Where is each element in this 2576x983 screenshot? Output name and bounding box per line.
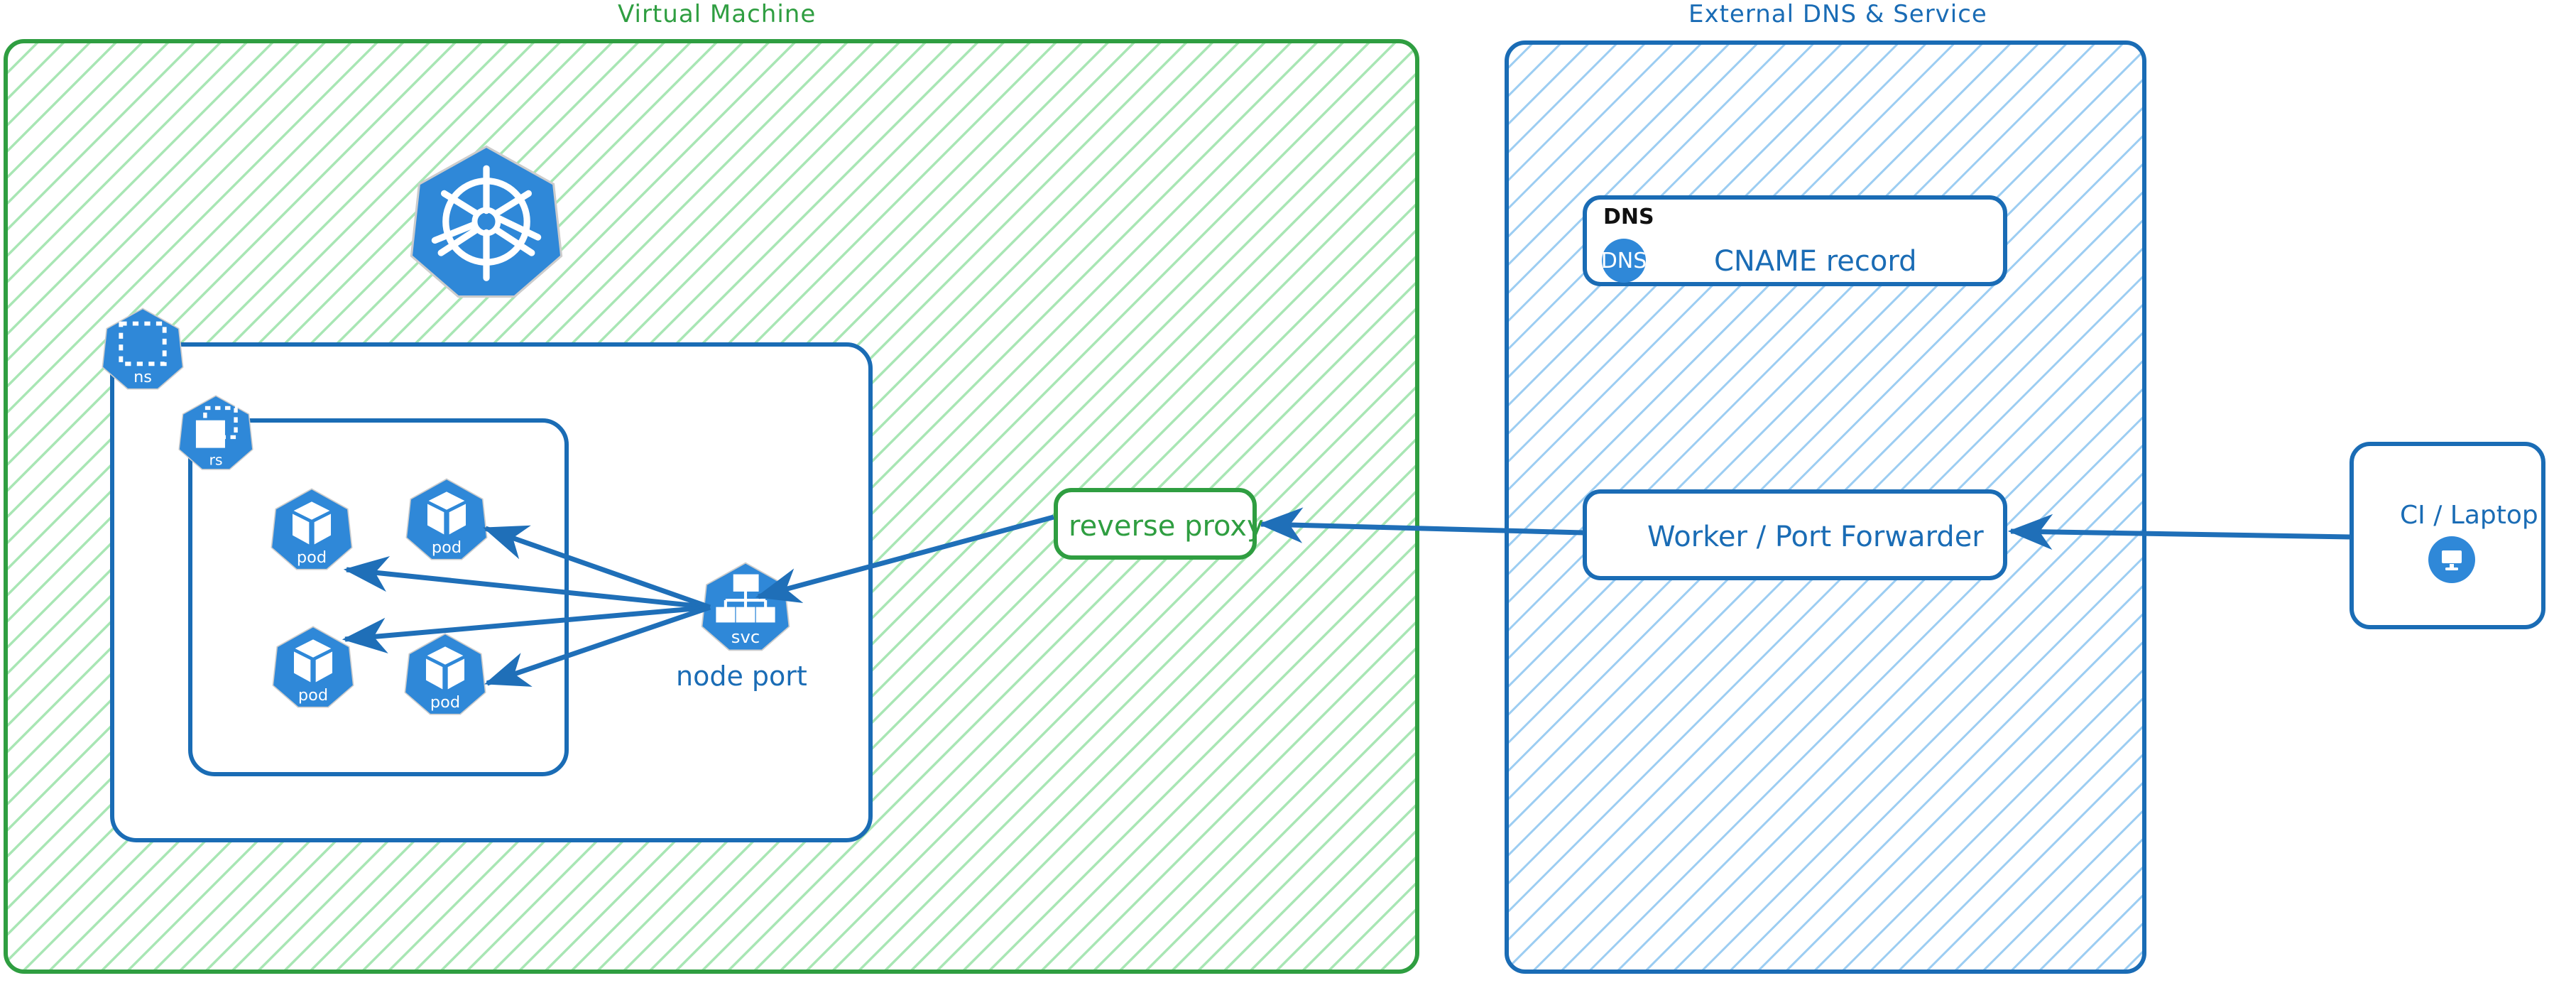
pod-cube-icon: pod [404,633,486,715]
pod-cube-icon: pod [272,626,354,708]
desktop-monitor-icon [2428,536,2475,583]
group-title-external-dns-service: External DNS & Service [1688,0,1987,28]
arrow-svc-to-pod-2 [483,525,711,610]
pod-cube-icon: pod [271,488,353,570]
node-port-label: node port [676,661,807,692]
monitor-glyph [2440,549,2463,570]
svg-text:ns: ns [133,368,152,386]
worker-label[interactable]: Worker / Port Forwarder [1647,521,1984,553]
svg-text:pod: pod [430,693,460,712]
dns-record-box [1583,195,2007,286]
reverse-proxy-label[interactable]: reverse proxy [1069,510,1264,543]
kubernetes-logo [410,145,563,298]
arrow-ci-laptop-to-worker [2007,514,2351,550]
reverse-proxy-box [1054,488,1257,560]
ci-laptop-box [2349,442,2545,629]
group-title-virtual-machine: Virtual Machine [618,0,817,28]
ci-laptop-label[interactable]: CI / Laptop [2400,501,2538,530]
dns-tag-label: DNS [1603,205,1654,229]
arrow-svc-to-pod-1 [343,555,711,610]
svg-text:svc: svc [731,626,760,647]
svg-text:pod: pod [298,686,328,705]
arrow-svc-to-pod-4 [484,604,711,687]
arrow-reverse-proxy-to-svc [755,514,1054,604]
dns-record-label[interactable]: CNAME record [1714,245,1917,278]
svg-text:rs: rs [209,451,222,468]
replicaset-stacked-squares-icon: rs [178,395,253,470]
arrow-svc-to-pod-3 [342,604,711,653]
pod-cube-icon: pod [405,478,488,560]
worker-box [1583,489,2007,580]
dns-badge-icon: DNS [1601,239,1647,283]
arrow-worker-to-reverse-proxy [1257,507,1584,543]
namespace-dashed-square-icon: ns [102,308,184,390]
svg-text:pod: pod [297,548,327,567]
svg-text:pod: pod [432,538,462,557]
